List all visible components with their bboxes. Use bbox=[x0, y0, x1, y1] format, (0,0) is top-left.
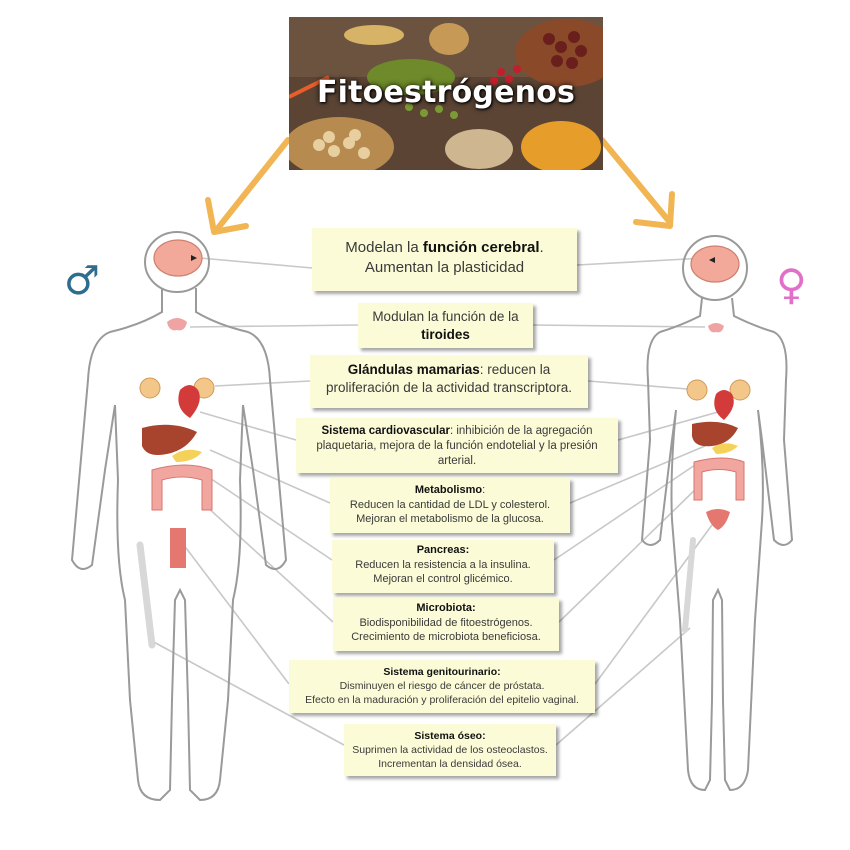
bone-icon bbox=[136, 541, 156, 649]
pancreas-title: Pancreas: bbox=[416, 544, 470, 556]
thyroid-info-box: Modulan la función de la tiroides bbox=[358, 303, 533, 348]
liver-icon bbox=[142, 424, 197, 455]
cardio-line3: arterial. bbox=[437, 455, 477, 468]
pancreas-icon bbox=[712, 443, 738, 454]
genito-line1: Disminuyen el riesgo de cáncer de prósta… bbox=[339, 679, 545, 692]
pancreas-icon bbox=[172, 449, 202, 462]
microbiota-title: Microbiota: bbox=[416, 602, 476, 614]
mammary-bold: Glándulas mamarias bbox=[347, 362, 480, 377]
connector-lines bbox=[149, 257, 719, 746]
intestine-icon bbox=[151, 464, 213, 511]
pancreas-line1: Reducen la resistencia a la insulina. bbox=[355, 558, 531, 571]
bone-title: Sistema óseo: bbox=[414, 730, 486, 742]
male-organs bbox=[136, 239, 215, 649]
brain-post: . bbox=[539, 239, 544, 256]
female-body bbox=[640, 235, 794, 792]
cardio-info-box: Sistema cardiovascular: inhibición de la… bbox=[296, 418, 618, 473]
male-body bbox=[70, 231, 288, 802]
arrow-left bbox=[205, 137, 291, 235]
mammary-left-icon bbox=[686, 379, 708, 401]
cardio-bold: Sistema cardiovascular bbox=[321, 425, 450, 437]
mammary-post: : reducen la bbox=[479, 362, 551, 377]
bone-line2: Incrementan la densidad ósea. bbox=[378, 757, 522, 770]
pancreas-line2: Mejoran el control glicémico. bbox=[373, 573, 513, 586]
bone-info-box: Sistema óseo: Suprimen la actividad de l… bbox=[344, 724, 556, 776]
pointer-heads bbox=[191, 255, 715, 263]
microbiota-line2: Crecimiento de microbiota beneficiosa. bbox=[351, 631, 541, 644]
arrow-right bbox=[599, 137, 675, 229]
mammary-right-icon bbox=[729, 379, 751, 401]
brain-icon bbox=[153, 239, 203, 277]
page-title: Fitoestrógenos bbox=[316, 75, 576, 110]
arrows bbox=[205, 137, 675, 235]
liver-icon bbox=[692, 421, 738, 447]
heart-icon bbox=[714, 390, 734, 420]
thyroid-bold: tiroides bbox=[421, 326, 470, 342]
genitourinary-info-box: Sistema genitourinario: Disminuyen el ri… bbox=[289, 660, 595, 713]
female-organs bbox=[682, 245, 751, 633]
intestine-icon bbox=[693, 457, 745, 501]
microbiota-line1: Biodisponibilidad de fitoestrógenos. bbox=[359, 616, 533, 629]
male-symbol-icon: ♂ bbox=[64, 258, 100, 304]
bone-icon bbox=[682, 537, 696, 633]
metabolism-info-box: Metabolismo: Reducen la cantidad de LDL … bbox=[330, 478, 570, 533]
uterus-icon bbox=[706, 509, 730, 530]
metab-colon: : bbox=[482, 484, 486, 496]
heart-icon bbox=[178, 385, 200, 418]
pancreas-info-box: Pancreas: Reducen la resistencia a la in… bbox=[332, 540, 554, 593]
brain-bold: función cerebral bbox=[422, 239, 540, 256]
thyroid-line1: Modulan la función de la bbox=[372, 309, 519, 324]
header-photo: Fitoestrógenos bbox=[289, 17, 603, 170]
mammary-left-icon bbox=[139, 377, 161, 399]
bone-line1: Suprimen la actividad de los osteoclasto… bbox=[352, 743, 548, 756]
mammary-line2: proliferación de la actividad transcript… bbox=[325, 379, 573, 395]
brain-info-box: Modelan la función cerebral. Aumentan la… bbox=[312, 228, 577, 291]
thyroid-icon bbox=[167, 318, 187, 331]
microbiota-info-box: Microbiota: Biodisponibilidad de fitoest… bbox=[333, 598, 559, 651]
thyroid-icon bbox=[708, 323, 724, 333]
cardio-line2: plaquetaria, mejora de la función endote… bbox=[316, 440, 598, 453]
metab-title: Metabolismo bbox=[414, 484, 483, 496]
cardio-post: : inhibición de la agregación bbox=[449, 425, 593, 437]
brain-line2: Aumentan la plasticidad bbox=[364, 258, 525, 276]
brain-icon bbox=[690, 245, 740, 283]
genito-line2: Efecto en la maduración y proliferación … bbox=[305, 693, 579, 706]
metab-line2: Mejoran el metabolismo de la glucosa. bbox=[356, 513, 544, 526]
female-symbol-icon: ♀ bbox=[776, 260, 807, 309]
genito-title: Sistema genitourinario: bbox=[383, 666, 501, 678]
food-photo bbox=[289, 17, 603, 170]
brain-pre: Modelan la bbox=[345, 239, 423, 256]
metab-line1: Reducen la cantidad de LDL y colesterol. bbox=[349, 498, 551, 511]
mammary-info-box: Glándulas mamarias: reducen la prolifera… bbox=[310, 355, 588, 408]
genital-icon bbox=[170, 528, 186, 568]
